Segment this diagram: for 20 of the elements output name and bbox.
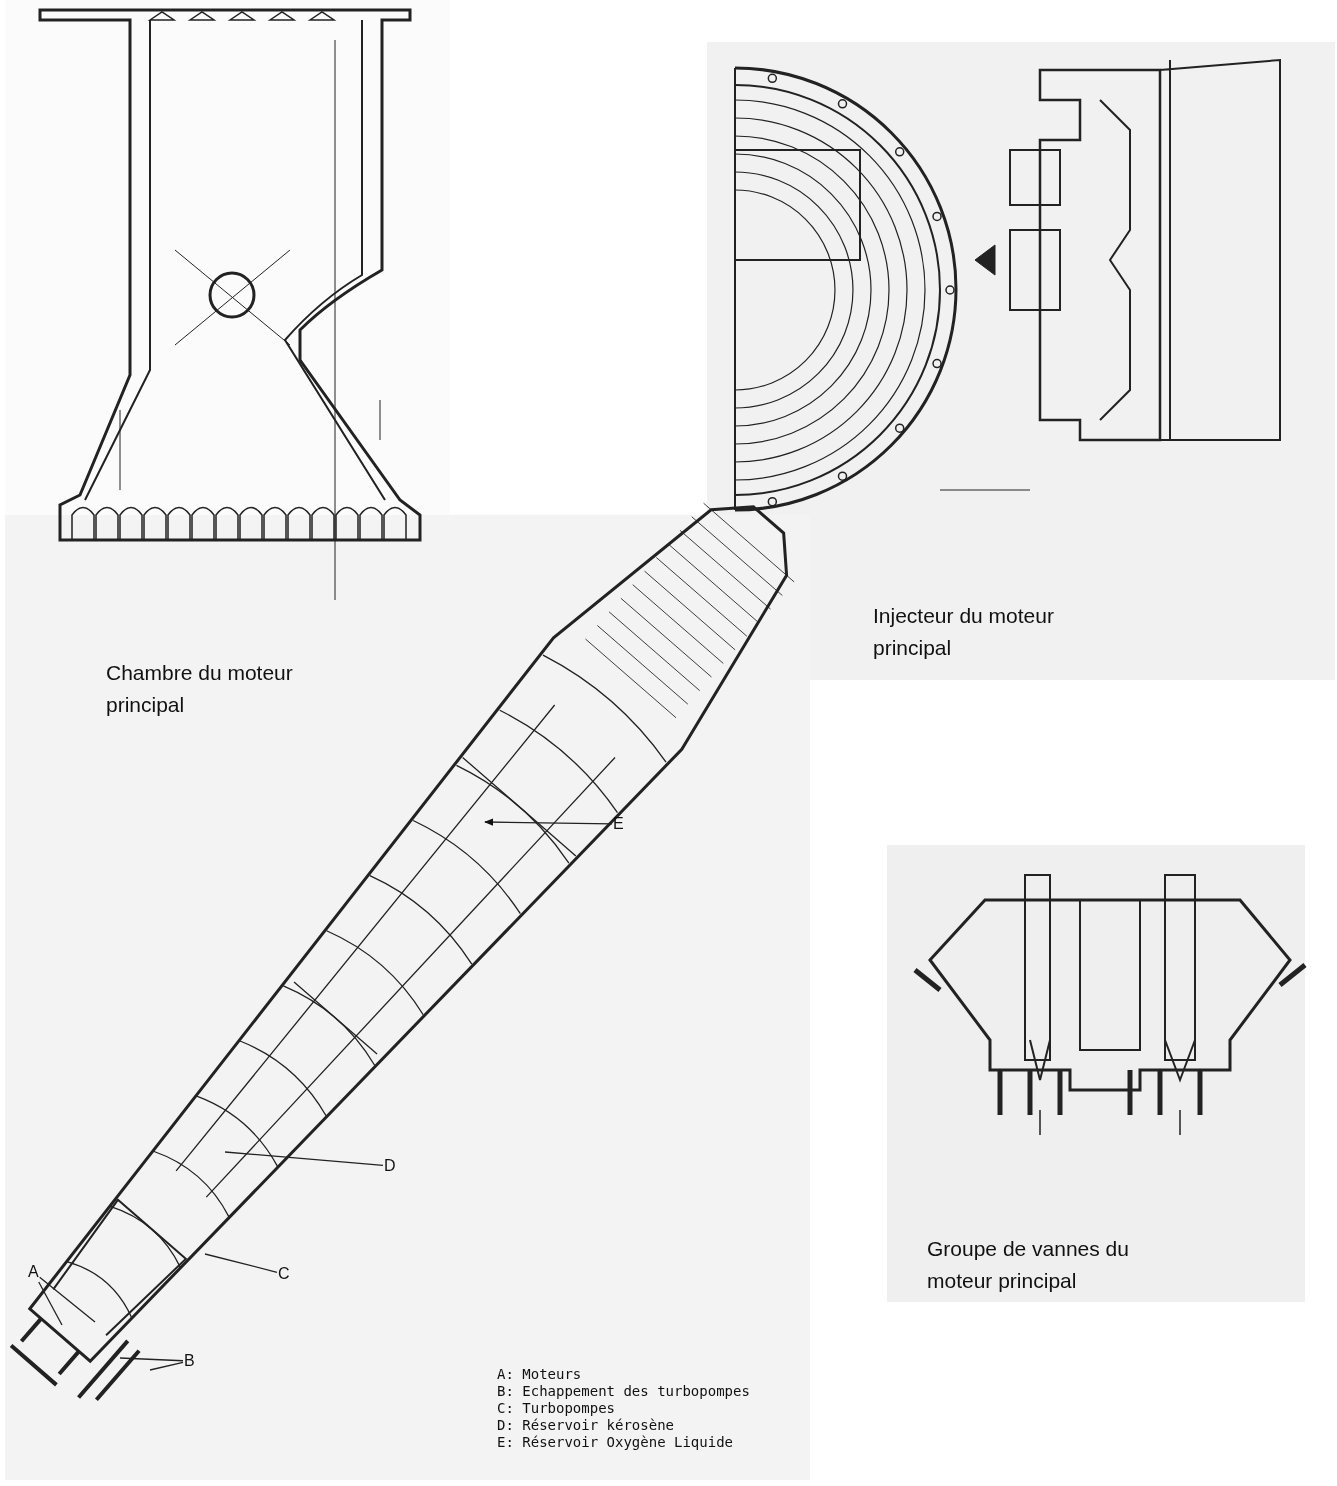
- legend-entry: E: Réservoir Oxygène Liquide: [497, 1434, 733, 1450]
- legend-entry: D: Réservoir kérosène: [497, 1417, 674, 1433]
- legend-entry: B: Echappement des turbopompes: [497, 1383, 750, 1399]
- leader-line: [224, 1151, 384, 1167]
- legend-entry: C: Turbopompes: [497, 1400, 615, 1416]
- callout-letter: C: [278, 1265, 290, 1283]
- callout-letter: D: [384, 1157, 396, 1175]
- callout-letter: E: [613, 815, 624, 833]
- leader-line: [149, 1361, 184, 1371]
- leader-line: [119, 1357, 184, 1362]
- figure-caption: Groupe de vannes du moteur principal: [927, 1236, 1130, 1294]
- leader-line: [484, 818, 613, 826]
- callout-letter: A: [28, 1263, 39, 1281]
- leader-line: [204, 1253, 278, 1273]
- figure-caption: Chambre du moteur principal: [106, 660, 294, 718]
- figure-caption: Injecteur du moteur principal: [873, 603, 1055, 661]
- leader-line: [38, 1281, 63, 1326]
- leader-line: [39, 1276, 96, 1323]
- callout-letter: B: [184, 1352, 195, 1370]
- legend-entry: A: Moteurs: [497, 1366, 582, 1382]
